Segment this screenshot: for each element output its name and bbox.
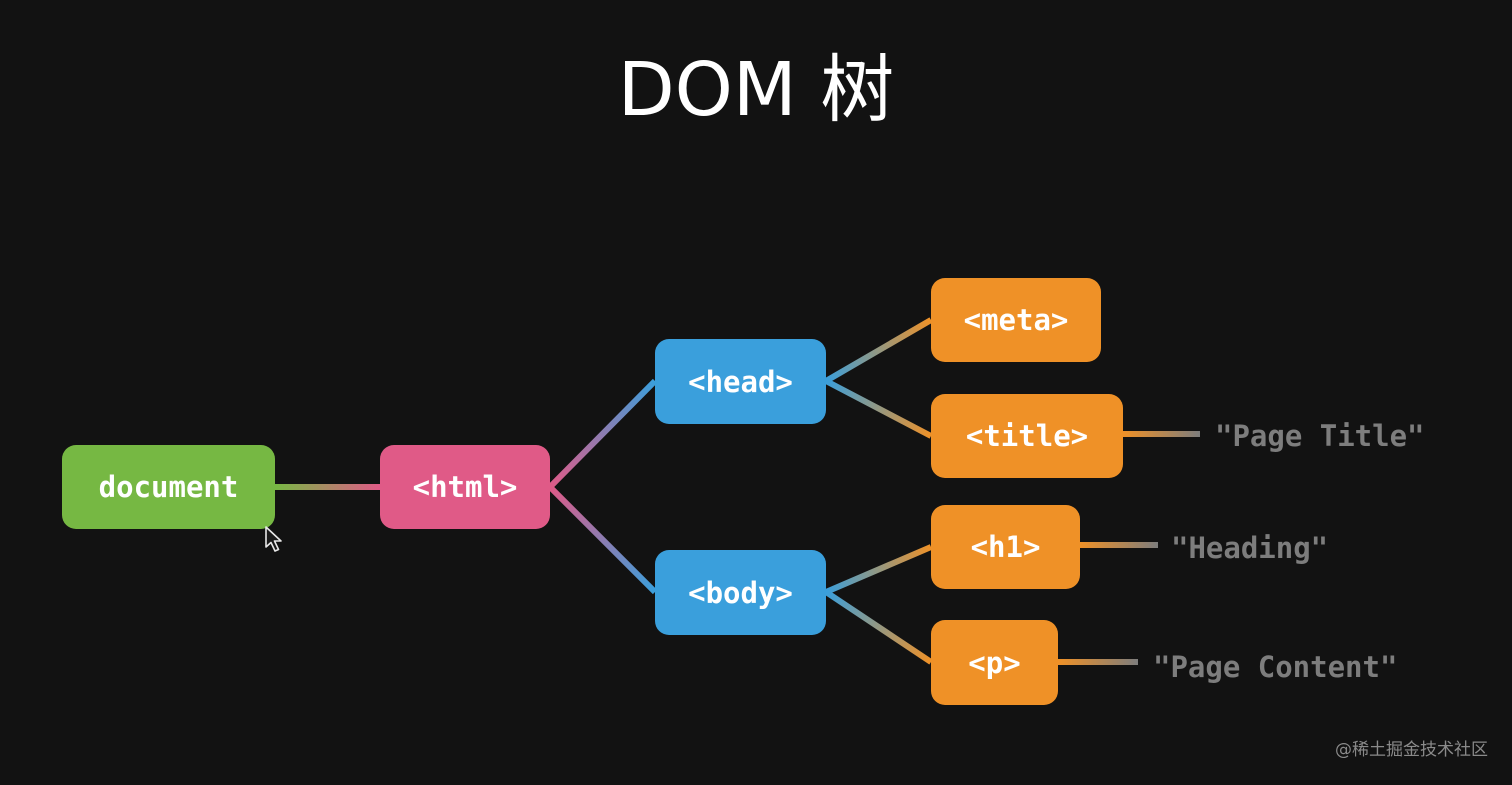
edge-html-body xyxy=(547,484,658,595)
node-p: <p> xyxy=(931,620,1058,705)
node-h1: <h1> xyxy=(931,505,1080,589)
mouse-pointer-icon xyxy=(265,526,282,552)
node-meta: <meta> xyxy=(931,278,1101,362)
edge-body-p xyxy=(824,589,933,665)
edge-head-meta xyxy=(824,317,933,384)
slide-title: DOM 树 xyxy=(617,47,895,133)
watermark: @稀土掘金技术社区 xyxy=(1335,740,1488,760)
node-title: <title> xyxy=(931,394,1123,478)
node-head: <head> xyxy=(655,339,826,424)
edge-body-h1 xyxy=(824,544,933,595)
node-html: <html> xyxy=(380,445,550,529)
node-document: document xyxy=(62,445,275,529)
node-body: <body> xyxy=(655,550,826,635)
edge-head-title xyxy=(824,378,933,439)
text-node-heading: "Heading" xyxy=(1171,531,1329,565)
edge-html-head xyxy=(547,378,658,490)
text-node-page-title: "Page Title" xyxy=(1215,419,1425,453)
text-node-page-content: "Page Content" xyxy=(1153,650,1398,684)
